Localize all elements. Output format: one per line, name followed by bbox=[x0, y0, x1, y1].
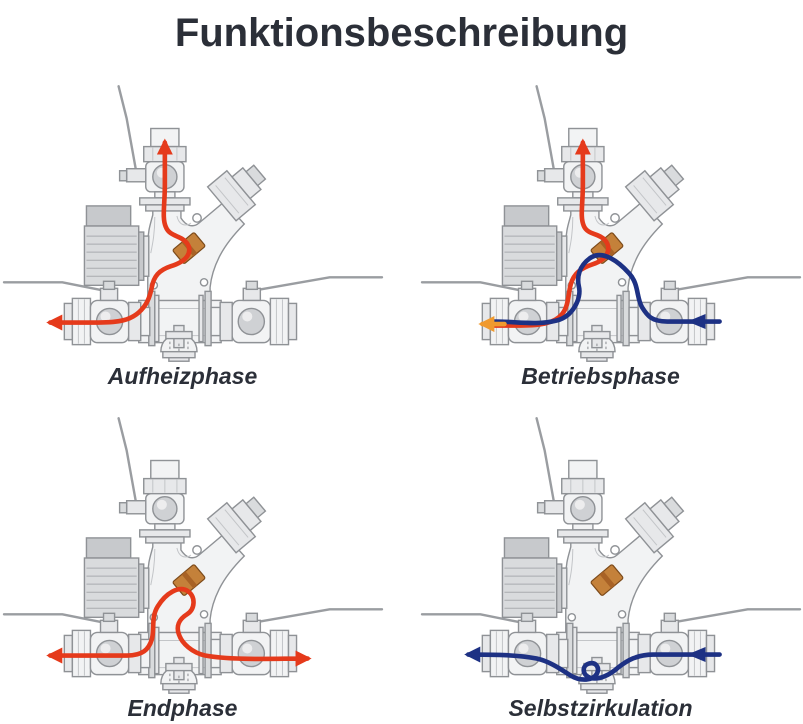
hot-flow-line bbox=[491, 138, 611, 328]
hot-flow-line bbox=[45, 138, 192, 331]
panel-selbstzirkulation: Selbstzirkulation bbox=[420, 416, 802, 722]
panel-label-endphase: Endphase bbox=[127, 695, 238, 721]
cold-flow-direction-arrow bbox=[686, 646, 705, 663]
valve-unit-diagram-endphase bbox=[2, 417, 383, 694]
phase-diagram-grid: Aufheizphase Betriebsphase Endphase bbox=[0, 64, 803, 722]
panel-aufheizphase: Aufheizphase bbox=[2, 84, 384, 390]
valve-unit-diagram-aufheizphase bbox=[2, 85, 383, 362]
panel-label-aufheizphase: Aufheizphase bbox=[107, 363, 258, 389]
valve-unit-diagram-selbstzirkulation bbox=[420, 417, 801, 694]
cold-return-flow-line bbox=[491, 252, 722, 326]
panel-betriebsphase: Betriebsphase bbox=[420, 84, 802, 390]
panel-label-betriebsphase: Betriebsphase bbox=[521, 363, 680, 389]
gravity-circulation-flow-line bbox=[463, 646, 722, 682]
valve-unit-diagram-betriebsphase bbox=[420, 85, 801, 362]
panel-endphase: Endphase bbox=[2, 416, 384, 722]
page-title: Funktionsbeschreibung bbox=[174, 11, 629, 55]
panel-label-selbstzirkulation: Selbstzirkulation bbox=[508, 695, 693, 721]
cold-flow-direction-arrow bbox=[686, 313, 705, 330]
hot-flow-line bbox=[45, 586, 312, 667]
